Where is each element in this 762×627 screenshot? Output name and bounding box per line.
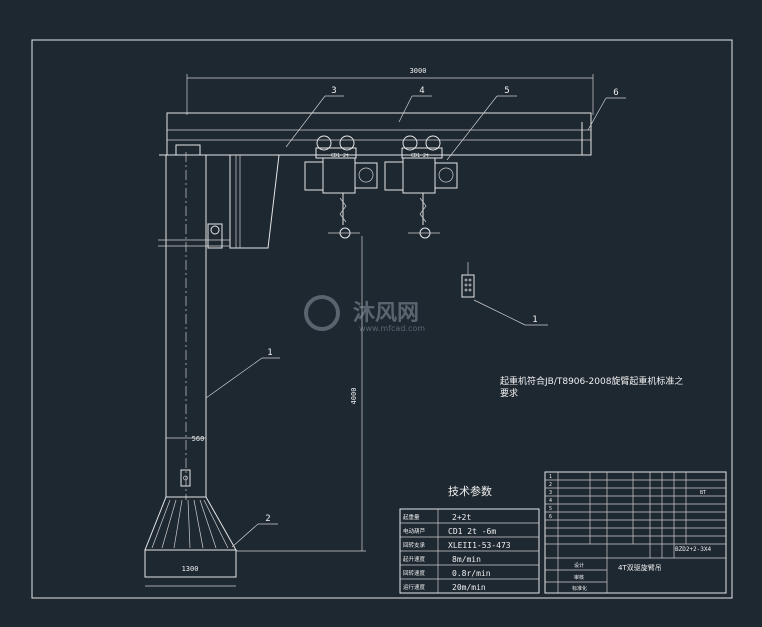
callouts: 3 4 5 6 1 1 2: [205, 86, 626, 548]
svg-text:4T双驱旋臂吊: 4T双驱旋臂吊: [618, 563, 662, 572]
svg-text:1: 1: [549, 474, 552, 480]
title-block: 1 2 3 4 5 6 BT BZD2+2-3X4 4T双驱旋臂吊 设计 审核 …: [544, 471, 727, 594]
svg-text:1: 1: [532, 315, 537, 325]
electric-hoist-left: CD1 2t: [304, 135, 378, 239]
column: [158, 152, 230, 500]
svg-text:3: 3: [331, 86, 336, 96]
svg-text:起重机符合JB/T8906-2008旋臂起重机标准之: 起重机符合JB/T8906-2008旋臂起重机标准之: [500, 375, 683, 387]
support-bracket: [229, 154, 280, 249]
pendant-controller: [461, 262, 475, 298]
height-dimension: 4000: [236, 236, 366, 552]
svg-text:技术参数: 技术参数: [448, 484, 492, 498]
svg-text:5: 5: [549, 506, 552, 512]
svg-text:2+2t: 2+2t: [452, 513, 471, 522]
column-base: 1300: [144, 496, 237, 587]
svg-text:起重量: 起重量: [403, 513, 420, 521]
arm-dimension: 3000: [186, 67, 594, 115]
svg-text:4000: 4000: [350, 388, 358, 405]
svg-text:6: 6: [613, 88, 618, 98]
standard-note: 起重机符合JB/T8906-2008旋臂起重机标准之 要求: [500, 375, 683, 399]
svg-text:电动葫芦: 电动葫芦: [403, 527, 426, 535]
svg-text:560: 560: [192, 435, 205, 443]
svg-text:CD1 2t: CD1 2t: [331, 153, 349, 159]
svg-text:1: 1: [267, 348, 272, 358]
svg-text:4: 4: [419, 86, 424, 96]
svg-text:4: 4: [549, 498, 552, 504]
svg-text:6: 6: [549, 514, 552, 520]
watermark: 沐风网 www.mfcad.com: [304, 295, 425, 333]
tech-params-table: 技术参数 起重量 2+2t 电动葫芦 CD1 2t -6m 回转支承 XLEII…: [399, 484, 540, 594]
svg-text:CD1 2t -6m: CD1 2t -6m: [448, 527, 496, 536]
svg-text:www.mfcad.com: www.mfcad.com: [359, 324, 425, 333]
svg-text:要求: 要求: [500, 387, 518, 399]
svg-text:BT: BT: [700, 490, 706, 496]
svg-text:3000: 3000: [410, 67, 427, 75]
svg-text:标准化: 标准化: [572, 585, 587, 592]
svg-text:审核: 审核: [574, 574, 584, 581]
electric-hoist-right: CD1 2t: [384, 135, 458, 239]
svg-text:CD1 2t: CD1 2t: [411, 153, 429, 159]
svg-text:回转支承: 回转支承: [403, 541, 426, 549]
svg-text:0.8r/min: 0.8r/min: [452, 569, 491, 578]
svg-text:设计: 设计: [574, 562, 584, 569]
jib-arm: [159, 112, 592, 156]
svg-text:回转速度: 回转速度: [403, 569, 426, 577]
svg-text:起升速度: 起升速度: [403, 555, 426, 563]
svg-text:8m/min: 8m/min: [452, 555, 481, 564]
svg-text:BZD2+2-3X4: BZD2+2-3X4: [675, 546, 712, 553]
svg-text:运行速度: 运行速度: [403, 583, 426, 591]
svg-text:20m/min: 20m/min: [452, 583, 486, 592]
svg-text:3: 3: [549, 490, 552, 496]
svg-text:XLEII1-53-473: XLEII1-53-473: [448, 541, 511, 550]
svg-text:沐风网: 沐风网: [353, 301, 419, 326]
svg-text:2: 2: [549, 482, 552, 488]
svg-text:5: 5: [504, 86, 509, 96]
drawing-frame: [31, 39, 733, 599]
svg-text:1300: 1300: [182, 565, 199, 573]
column-dimension: 560: [166, 435, 206, 443]
svg-text:2: 2: [265, 514, 270, 524]
